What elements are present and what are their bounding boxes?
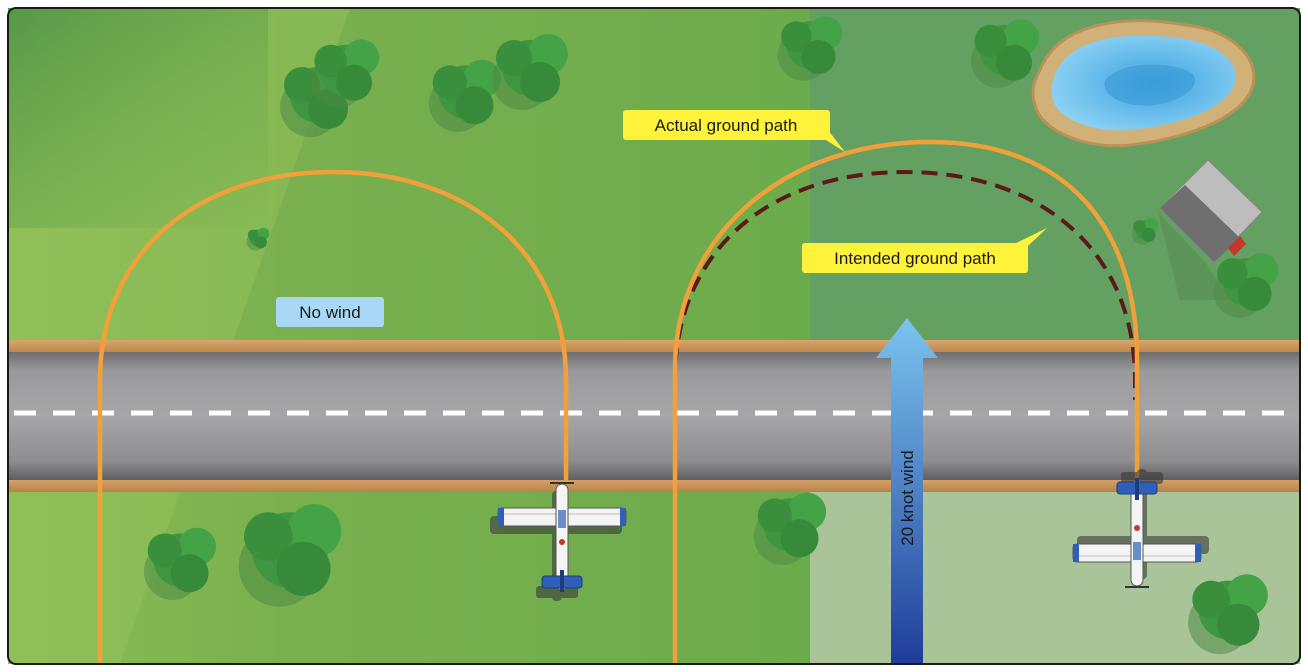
actual-path (672, 139, 1140, 664)
pond-icon (1031, 19, 1256, 148)
actual-path-label: Actual ground path (623, 110, 845, 152)
building-icon (1158, 159, 1263, 300)
no-wind-label: No wind (276, 297, 384, 327)
frame (7, 7, 1301, 665)
svg-text:Actual ground path: Actual ground path (655, 116, 798, 135)
runway-shoulder-top (8, 340, 1300, 354)
intended-path-label: Intended ground path (802, 228, 1047, 273)
wind-label: 20 knot wind (898, 450, 917, 545)
svg-text:Intended ground path: Intended ground path (834, 249, 996, 268)
svg-text:No wind: No wind (299, 303, 360, 322)
intended-path (673, 169, 1137, 664)
runway-shoulder-bottom (8, 478, 1300, 492)
no-wind-path (97, 169, 569, 664)
runway (8, 352, 1300, 480)
field-left-corner (8, 8, 268, 228)
wind-arrow (876, 318, 938, 664)
